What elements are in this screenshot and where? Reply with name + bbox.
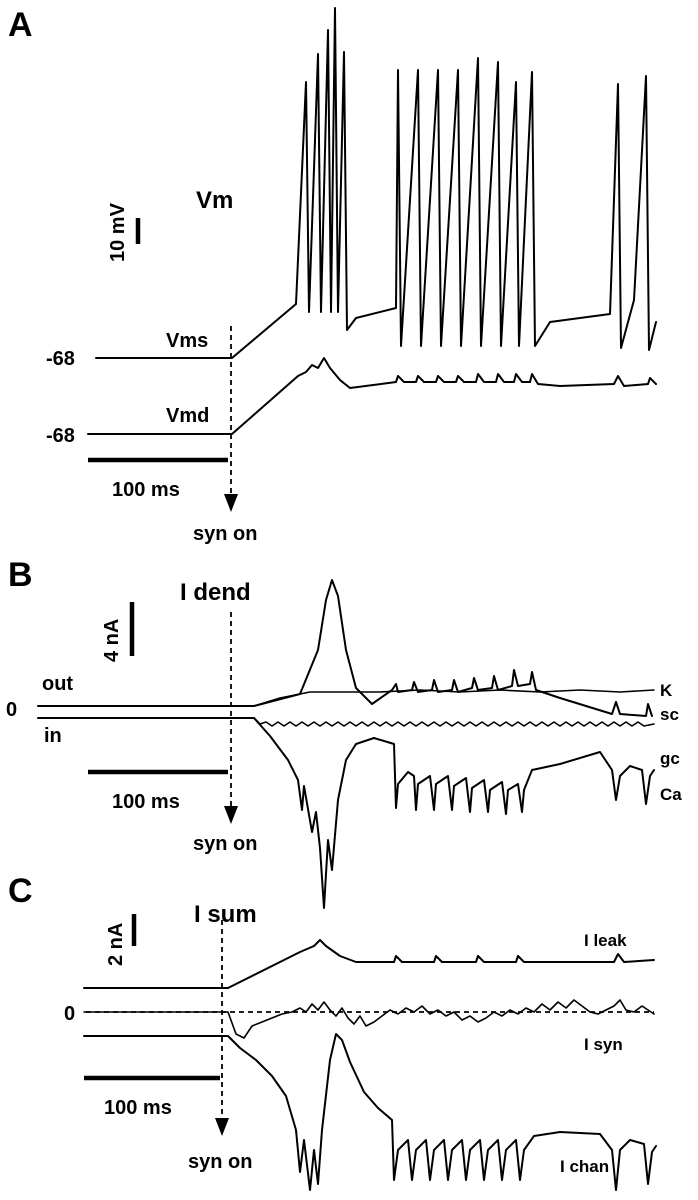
panel-b-event-arrow-icon [224,806,238,824]
panel-b-title: I dend [180,579,251,606]
panel-b-scale-label-vertical: 4 nA [101,619,123,662]
panel-a-trace-vms [95,7,657,359]
panel-a-trace-label-vmd: Vmd [166,405,209,427]
panel-c-letter: C [8,872,33,910]
panel-c-trace-syn [83,999,655,1039]
panel-a-letter: A [8,6,33,44]
panel-c-trace-label-leak: I leak [584,931,627,950]
panel-b-trace-label-ca: Ca [660,785,682,804]
panel-b-trace-sc [37,689,655,707]
panel-c-zero-label: 0 [64,1003,75,1025]
panel-b-zero-label: 0 [6,699,17,721]
panel-b: B I dend 4 nA out 0 in K sc gc Ca 100 ms… [6,556,682,909]
panel-a-title: Vm [196,187,233,214]
panel-c: C I sum 2 nA 0 I leak I syn I chan 100 m… [8,872,657,1191]
panel-a-event-arrow-icon [224,494,238,512]
panel-b-trace-label-sc: sc [660,705,679,724]
panel-c-trace-leak [83,939,655,989]
panel-b-letter: B [8,556,33,594]
panel-a: A Vm 10 mV -68 -68 Vms Vmd 100 ms syn on [8,6,657,545]
panel-b-trace-ca [37,717,655,909]
panel-c-scale-label-horizontal: 100 ms [104,1097,172,1119]
panel-a-event-label: syn on [193,523,257,545]
panel-c-trace-label-syn: I syn [584,1035,623,1054]
panel-a-trace-vmd [87,357,657,435]
panel-c-title: I sum [194,901,257,928]
panel-a-rest-vms: -68 [46,348,75,370]
panel-a-trace-label-vms: Vms [166,330,208,352]
panel-c-trace-label-chan: I chan [560,1157,609,1176]
panel-b-trace-label-gc: gc [660,749,680,768]
panel-a-rest-vmd: -68 [46,425,75,447]
panel-b-trace-label-k: K [660,681,673,700]
panel-b-out-label: out [42,673,73,695]
panel-b-scale-label-horizontal: 100 ms [112,791,180,813]
panel-a-scale-label-horizontal: 100 ms [112,479,180,501]
panel-b-event-label: syn on [193,833,257,855]
panel-c-event-arrow-icon [215,1118,229,1136]
panel-b-trace-k [37,579,653,717]
panel-b-in-label: in [44,725,62,747]
panel-c-scale-label-vertical: 2 nA [105,923,127,966]
panel-c-trace-chan [83,1033,657,1191]
panel-b-trace-gc [37,717,655,727]
panel-a-scale-label-vertical: 10 mV [107,202,129,262]
panel-c-event-label: syn on [188,1151,252,1173]
